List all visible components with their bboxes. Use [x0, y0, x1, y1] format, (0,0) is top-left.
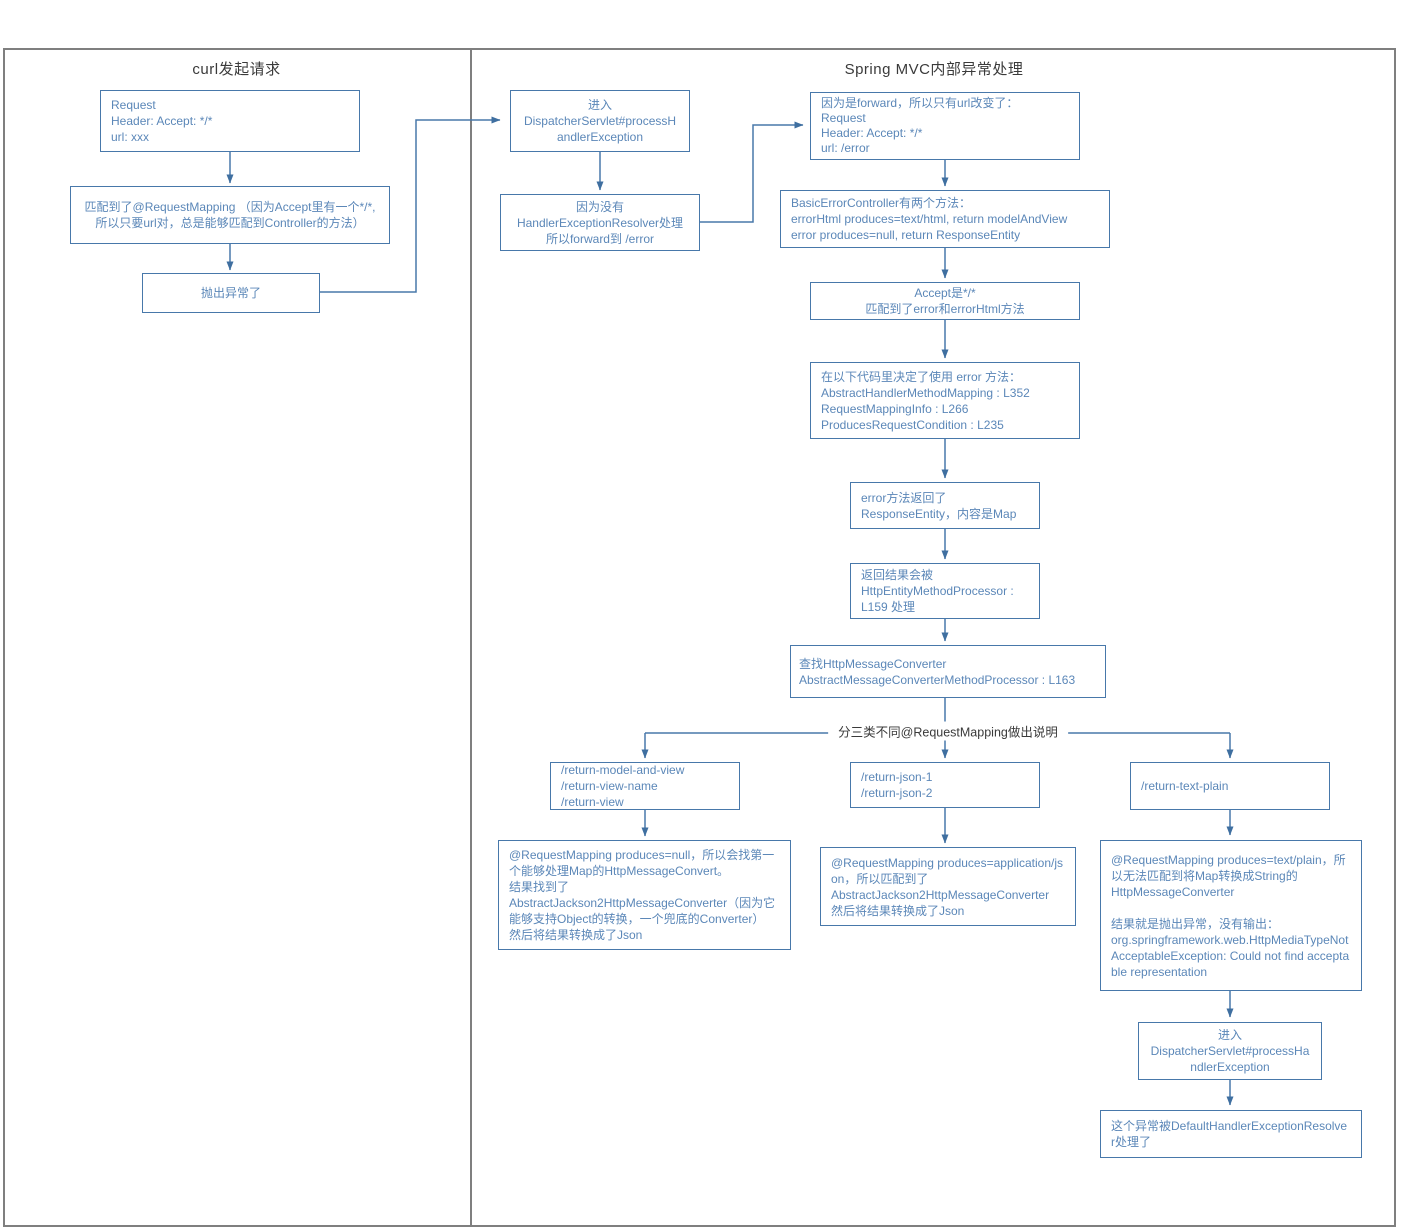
- node-default-handler-exception-resolver: 这个异常被DefaultHandlerExceptionResolver处理了: [1100, 1110, 1362, 1158]
- panel-divider: [470, 48, 472, 1227]
- node-curl-request: Request Header: Accept: */* url: xxx: [100, 90, 360, 152]
- branch-split-label: 分三类不同@RequestMapping做出说明: [828, 721, 1068, 741]
- right-panel-title: Spring MVC内部异常处理: [844, 61, 1024, 78]
- node-code-decides-error-method: 在以下代码里决定了使用 error 方法： AbstractHandlerMet…: [810, 362, 1080, 439]
- node-find-http-message-converter: 查找HttpMessageConverter AbstractMessageCo…: [790, 645, 1106, 698]
- node-accept-matches-both-methods: Accept是*/* 匹配到了error和errorHtml方法: [810, 282, 1080, 320]
- node-no-handler-exception-resolver: 因为没有 HandlerExceptionResolver处理 所以forwar…: [500, 194, 700, 251]
- node-produces-json-explanation: @RequestMapping produces=application/jso…: [820, 847, 1076, 926]
- node-matched-requestmapping: 匹配到了@RequestMapping （因为Accept里有一个*/*, 所以…: [70, 186, 390, 244]
- node-return-text-plain-url: /return-text-plain: [1130, 762, 1330, 810]
- node-enter-process-handler-exception-again: 进入 DispatcherServlet#processHandlerExcep…: [1138, 1022, 1322, 1080]
- node-http-entity-method-processor: 返回结果会被 HttpEntityMethodProcessor : L159 …: [850, 563, 1040, 619]
- node-return-model-and-view-urls: /return-model-and-view /return-view-name…: [550, 762, 740, 810]
- left-panel-title: curl发起请求: [192, 61, 281, 78]
- node-forwarded-request: 因为是forward，所以只有url改变了： Request Header: A…: [810, 92, 1080, 160]
- node-error-returns-response-entity: error方法返回了 ResponseEntity，内容是Map: [850, 482, 1040, 529]
- node-produces-text-plain-explanation: @RequestMapping produces=text/plain，所以无法…: [1100, 840, 1362, 991]
- node-enter-process-handler-exception: 进入 DispatcherServlet#processHandlerExcep…: [510, 90, 690, 152]
- node-produces-null-explanation: @RequestMapping produces=null，所以会找第一个能够处…: [498, 840, 791, 950]
- node-exception-thrown: 抛出异常了: [142, 273, 320, 313]
- node-basic-error-controller: BasicErrorController有两个方法： errorHtml pro…: [780, 190, 1110, 248]
- outer-frame: [3, 48, 1396, 1227]
- node-return-json-urls: /return-json-1 /return-json-2: [850, 762, 1040, 808]
